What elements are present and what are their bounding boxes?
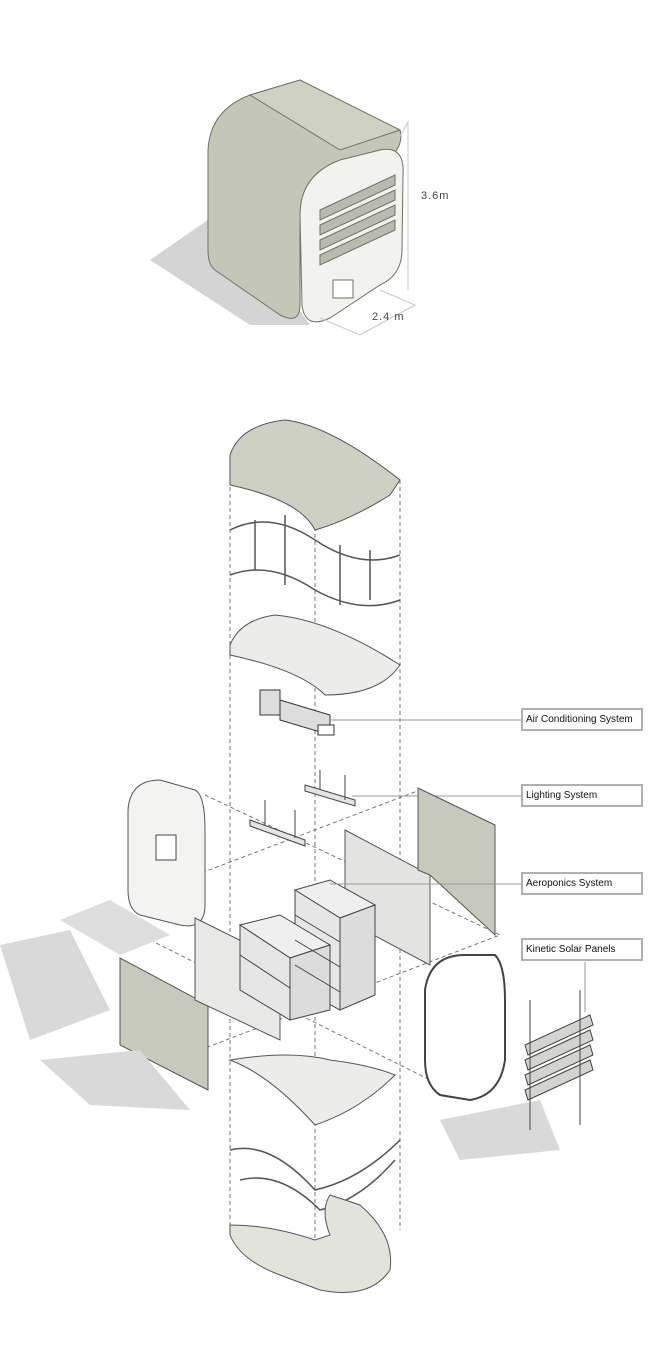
pod-door-unit [332, 279, 354, 299]
label-aeroponics-system: Aeroponics System [521, 872, 643, 895]
door-wall-shadow [60, 900, 170, 955]
dimension-lines [319, 120, 417, 336]
floor-shell [229, 1194, 392, 1293]
assembled-pod [150, 79, 417, 336]
floor-frame [229, 1139, 401, 1211]
solar-frame-ring [424, 954, 506, 1102]
right-wall-green [417, 787, 496, 937]
air-conditioning-unit [259, 689, 335, 736]
aeroponics-stack [238, 879, 377, 1021]
pod-roof [248, 79, 402, 151]
pod-solar-louvers [319, 174, 396, 266]
label-air-conditioning-system: Air Conditioning System [521, 708, 643, 731]
left-wall-green [119, 957, 209, 1091]
kinetic-solar-louvers [524, 990, 594, 1130]
width-dimension-label: 2.4 m [372, 311, 405, 323]
ceiling-panel [229, 614, 401, 696]
label-kinetic-solar-panels: Kinetic Solar Panels [521, 938, 643, 961]
door-window [155, 834, 177, 861]
roof-frame [229, 515, 401, 607]
label-lighting-system: Lighting System [521, 784, 643, 807]
floor-panel [228, 1054, 396, 1126]
height-dimension-label: 3.6m [421, 190, 450, 202]
lighting-bars [249, 770, 356, 847]
roof-shell [229, 419, 401, 531]
